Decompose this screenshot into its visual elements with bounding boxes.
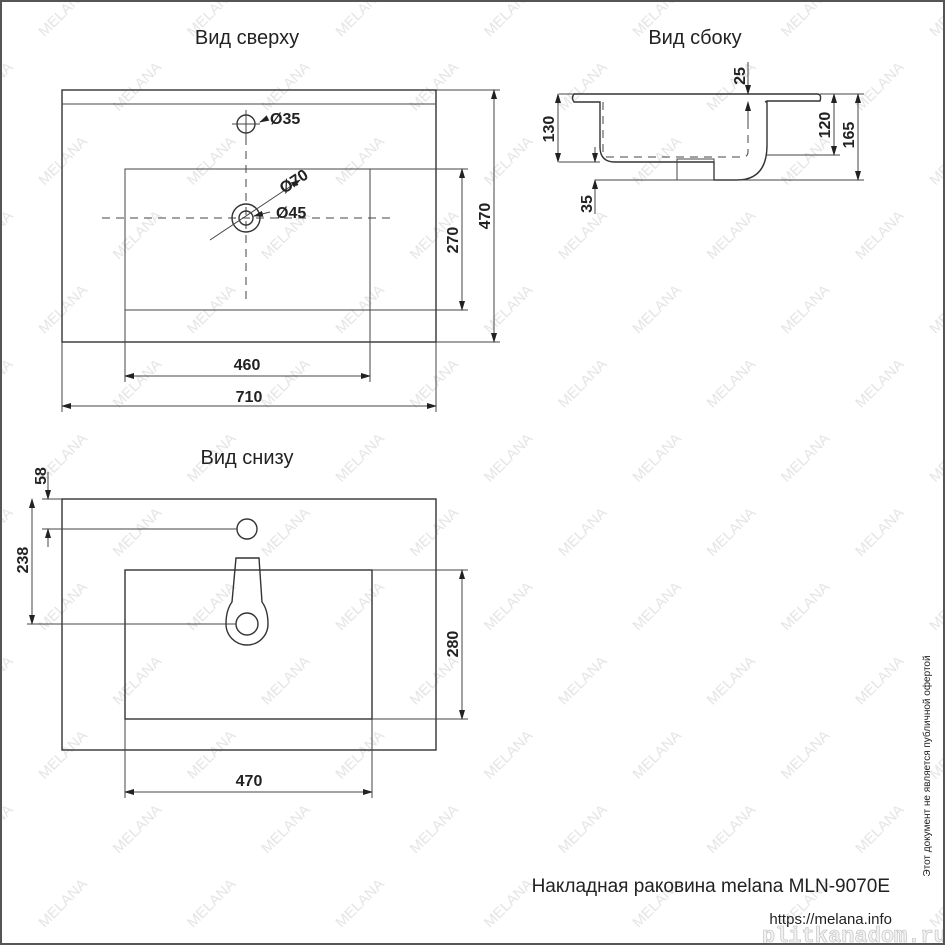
product-name: Накладная раковина melana MLN-9070E xyxy=(532,876,890,897)
top-view: Вид сверху Ø35 Ø70 Ø45 460 710 270 470 xyxy=(61,27,500,412)
siphon-outlet xyxy=(225,557,269,646)
dim-bowl-depth: 270 xyxy=(445,227,462,254)
dim-total-height: 165 xyxy=(841,122,858,149)
dim-drain-offset: 238 xyxy=(15,547,32,574)
dim-drain-length: 35 xyxy=(579,195,596,213)
dim-rim: 25 xyxy=(732,67,749,85)
drain-hole xyxy=(231,203,261,233)
dim-bowl-height: 130 xyxy=(541,116,558,143)
bottom-view: Вид снизу 58 238 280 470 xyxy=(15,447,468,798)
basin-outline xyxy=(61,89,437,343)
bowl-outline xyxy=(124,168,371,311)
dim-inner-height: 120 xyxy=(817,112,834,139)
basin-profile xyxy=(571,93,822,181)
dim-total-depth: 470 xyxy=(477,203,494,230)
dim-drain-inner: Ø45 xyxy=(276,205,306,222)
website-url[interactable]: https://melana.info xyxy=(769,911,892,928)
corner-watermark: plitkanadom.ru xyxy=(762,924,945,945)
dim-hole-offset: 58 xyxy=(33,467,50,485)
bowl-bottom-outline xyxy=(124,569,373,720)
dim-total-width: 710 xyxy=(236,389,263,406)
side-view-title: Вид сбоку xyxy=(648,27,741,49)
dim-bowl-width-bottom: 470 xyxy=(236,773,263,790)
bottom-view-title: Вид снизу xyxy=(201,447,294,469)
dim-bowl-width: 460 xyxy=(234,357,261,374)
side-view: Вид сбоку 130 120 165 35 25 xyxy=(541,27,864,214)
disclaimer: Этот документ не является публичной офер… xyxy=(921,655,933,876)
dim-tap-hole: Ø35 xyxy=(270,111,300,128)
top-view-title: Вид сверху xyxy=(195,27,299,49)
dim-bowl-depth-bottom: 280 xyxy=(445,631,462,658)
